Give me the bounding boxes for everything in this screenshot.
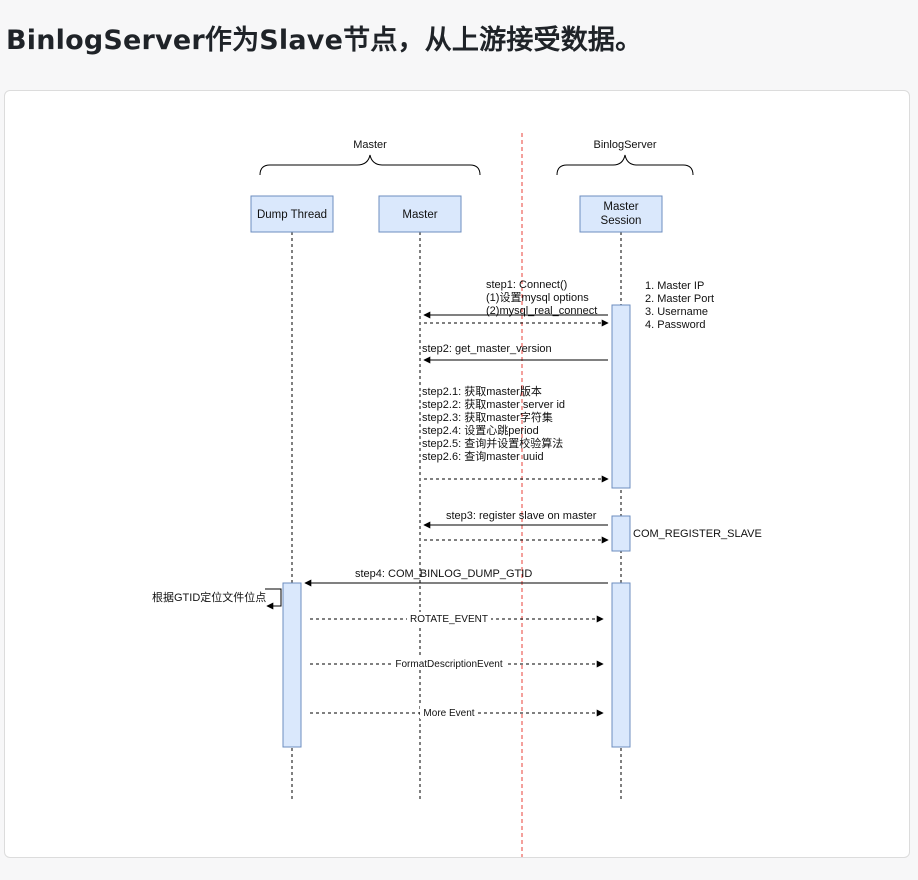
participant-box (378, 195, 462, 233)
step2-detail: step2.2: 获取master server id (422, 398, 565, 411)
event-label-bg (393, 657, 507, 670)
event-format-description: FormatDescriptionEvent (310, 657, 604, 670)
step4-label: step4: COM_BINLOG_DUMP_GTID (355, 568, 532, 580)
dump-thread-activation (282, 582, 302, 748)
participant-label: Master (402, 209, 437, 221)
step1-line3: (2)mysql_real_connect (486, 305, 597, 317)
participant-master: Master (378, 195, 462, 233)
step2-detail: step2.4: 设置心跳period (422, 423, 539, 437)
step3-label: step3: register slave on master (446, 510, 597, 522)
step2-label: step2: get_master_version (422, 343, 552, 355)
com-register-slave-label: COM_REGISTER_SLAVE (633, 528, 762, 540)
step2-detail: step2.1: 获取master版本 (422, 384, 542, 398)
session-activation-2 (611, 515, 631, 552)
event-label: More Event (423, 708, 474, 719)
master-info-item: 3. Username (645, 306, 708, 318)
event-label-bg (407, 612, 491, 625)
participant-box (579, 195, 663, 233)
self-call-line (265, 588, 282, 607)
step2-message: step2: get_master_version (422, 343, 608, 364)
session-activation-3 (611, 582, 631, 748)
locate-note: 根据GTID定位文件位点 (152, 588, 282, 610)
participant-label-line1: Master (603, 201, 638, 213)
participant-dump-thread: Dump Thread (250, 195, 334, 233)
step2-detail: step2.3: 获取master字符集 (422, 410, 553, 424)
session-activation-1 (611, 304, 631, 489)
binlog-server-group: BinlogServer (556, 139, 694, 176)
participant-label-line2: Session (601, 215, 642, 227)
master-group-brace (259, 154, 481, 176)
master-info-list: 1. Master IP 2. Master Port 3. Username … (645, 280, 714, 331)
locate-note-label: 根据GTID定位文件位点 (152, 590, 266, 604)
master-info-item: 4. Password (645, 319, 706, 331)
page-title: BinlogServer作为Slave节点，从上游接受数据。 (6, 25, 643, 56)
event-label: ROTATE_EVENT (410, 614, 488, 625)
participant-box (250, 195, 334, 233)
step2-details: step2.1: 获取master版本 step2.2: 获取master se… (422, 384, 609, 483)
binlog-server-group-brace (556, 154, 694, 176)
sequence-diagram: Master BinlogServer Dump Thread Master M… (152, 133, 762, 857)
master-info-item: 2. Master Port (645, 293, 714, 305)
event-rotate: ROTATE_EVENT (310, 612, 604, 625)
step1-message: step1: Connect() (1)设置mysql options (2)m… (423, 279, 609, 327)
step4-message: step4: COM_BINLOG_DUMP_GTID (304, 568, 608, 587)
master-group: Master (259, 139, 481, 176)
step3-message: step3: register slave on master COM_REGI… (423, 510, 762, 544)
binlog-server-group-label: BinlogServer (594, 139, 657, 151)
step2-detail: step2.5: 查询并设置校验算法 (422, 436, 563, 450)
step1-line2: (1)设置mysql options (486, 291, 589, 304)
step1-line1: step1: Connect() (486, 279, 567, 291)
participant-master-session: Master Session (579, 195, 663, 233)
master-group-label: Master (353, 139, 387, 151)
participant-label: Dump Thread (257, 209, 327, 221)
event-more: More Event (310, 706, 604, 719)
event-label: FormatDescriptionEvent (395, 659, 502, 670)
diagram-card: Master BinlogServer Dump Thread Master M… (4, 90, 910, 858)
master-info-item: 1. Master IP (645, 280, 704, 292)
event-label-bg (420, 706, 478, 719)
step2-detail: step2.6: 查询master uuid (422, 449, 544, 463)
